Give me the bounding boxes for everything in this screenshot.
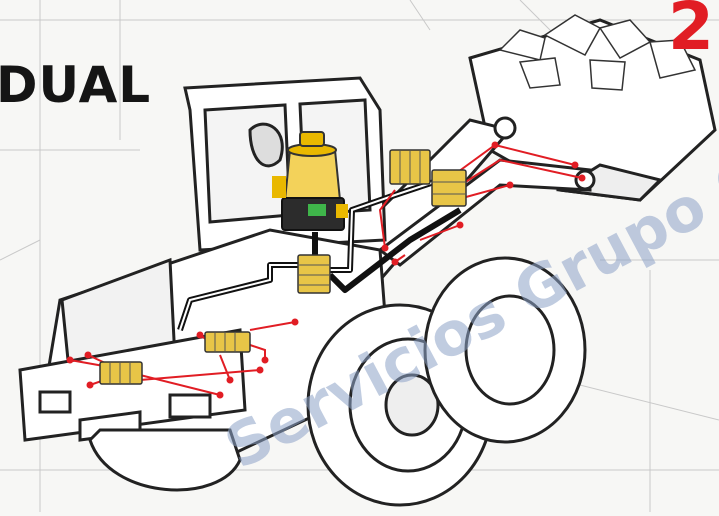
lubrication-point-icon xyxy=(84,351,92,359)
step-number: 2 xyxy=(668,0,714,65)
lubrication-point-icon xyxy=(66,356,74,364)
lubrication-point-icon xyxy=(571,161,579,169)
lubrication-point-icon xyxy=(391,258,399,266)
lubrication-point-icon xyxy=(261,356,269,364)
left-wheel xyxy=(88,428,242,492)
lubrication-point-icon xyxy=(456,221,464,229)
lubrication-point-icon xyxy=(216,391,224,399)
lubrication-point-icon xyxy=(226,376,234,384)
lubrication-point-icon xyxy=(291,318,299,326)
lubrication-point-icon xyxy=(506,181,514,189)
lubrication-point-icon xyxy=(578,174,586,182)
lubrication-point-icon xyxy=(381,244,389,252)
page-heading: DUAL xyxy=(0,56,152,114)
lubrication-point-icon xyxy=(491,141,499,149)
lube-points xyxy=(66,141,586,399)
distributor-block-detail xyxy=(109,150,466,384)
lubrication-pump-icon xyxy=(272,131,348,231)
bucket-rocks xyxy=(498,14,697,91)
lubrication-point-icon xyxy=(256,366,264,374)
rear-wheel xyxy=(423,256,587,444)
lubrication-point-icon xyxy=(86,381,94,389)
lubrication-point-icon xyxy=(196,331,204,339)
supply-lines-inner xyxy=(179,179,441,331)
